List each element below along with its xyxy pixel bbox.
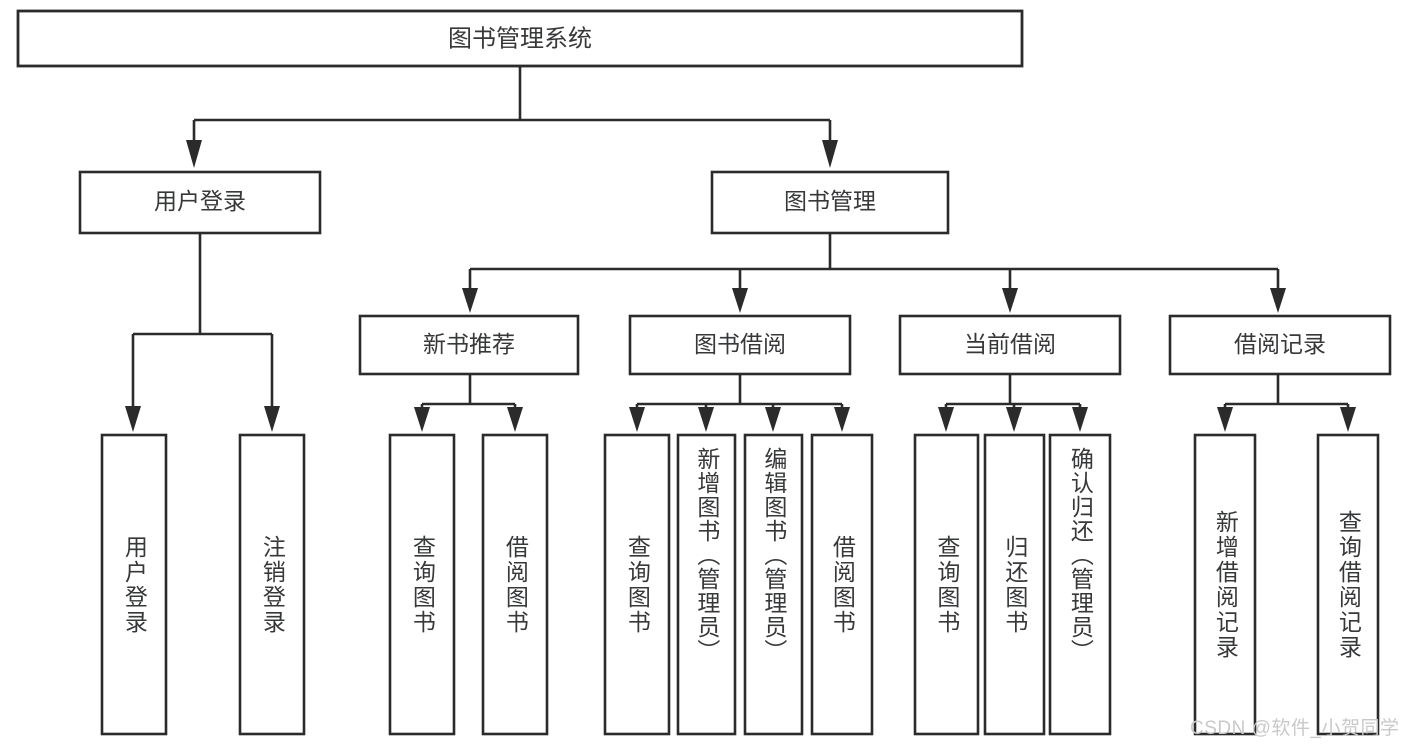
node-box-add-book-admin[interactable]: [676, 433, 737, 736]
arrow-head-query-book-cb: [938, 407, 954, 432]
arrow-head-borrow-book-bb: [834, 407, 850, 432]
node-label-book-manage: 图书管理: [784, 188, 876, 214]
node-label-new-book-recommend: 新书推荐: [423, 331, 515, 357]
node-box-new-book-recommend[interactable]: [358, 314, 580, 376]
node-box-query-book-nb[interactable]: [388, 433, 456, 736]
arrow-head-current-borrow: [1002, 288, 1018, 313]
node-box-book-manage[interactable]: [710, 170, 950, 235]
node-label-current-borrow: 当前借阅: [964, 331, 1056, 357]
arrow-head-edit-book-admin: [765, 407, 781, 432]
node-box-add-borrow-record[interactable]: [1193, 433, 1257, 736]
arrow-head-query-book-nb: [414, 407, 430, 432]
node-box-return-book[interactable]: [983, 433, 1046, 736]
node-box-query-book-cb[interactable]: [913, 433, 980, 736]
node-box-confirm-return-admin[interactable]: [1048, 433, 1112, 736]
node-box-book-borrow[interactable]: [628, 314, 852, 376]
node-box-user-login-do[interactable]: [100, 433, 168, 736]
node-box-edit-book-admin[interactable]: [743, 433, 804, 736]
arrow-head-book-manage: [822, 140, 838, 168]
node-label-book-borrow: 图书借阅: [694, 331, 786, 357]
node-box-root[interactable]: [16, 9, 1024, 68]
arrow-head-return-book: [1006, 407, 1022, 432]
arrow-head-query-borrow-record: [1340, 407, 1356, 432]
arrow-head-confirm-return-admin: [1072, 407, 1088, 432]
csdn-watermark: CSDN @软件_小贺同学: [1190, 718, 1400, 739]
arrow-head-user-logout: [264, 406, 280, 432]
arrow-head-user-login-do: [125, 406, 141, 432]
node-box-borrow-book-bb[interactable]: [810, 433, 874, 736]
node-box-query-borrow-record[interactable]: [1316, 433, 1380, 736]
node-box-borrow-record[interactable]: [1168, 314, 1392, 376]
node-box-query-book-bb[interactable]: [603, 433, 671, 736]
arrow-head-new-book-recommend: [462, 288, 478, 313]
arrow-head-add-borrow-record: [1217, 407, 1233, 432]
arrow-head-book-borrow: [732, 288, 748, 313]
node-label-borrow-record: 借阅记录: [1234, 331, 1326, 357]
arrow-head-add-book-admin: [698, 407, 714, 432]
node-label-user-login: 用户登录: [154, 188, 246, 214]
node-label-root: 图书管理系统: [448, 25, 592, 52]
node-box-borrow-book-nb[interactable]: [481, 433, 549, 736]
node-box-user-login[interactable]: [78, 170, 322, 235]
node-box-user-logout[interactable]: [238, 433, 306, 736]
arrow-head-borrow-record: [1270, 288, 1286, 313]
connectors-layer: [125, 66, 1356, 432]
node-box-current-borrow[interactable]: [898, 314, 1122, 376]
arrow-head-user-login: [186, 140, 202, 168]
arrow-head-query-book-bb: [629, 407, 645, 432]
arrow-head-borrow-book-nb: [507, 407, 523, 432]
boxes-layer: 图书管理系统 用户登录 图书管理 新书推荐 图书借阅 当前借阅 借阅记录: [16, 9, 1392, 736]
